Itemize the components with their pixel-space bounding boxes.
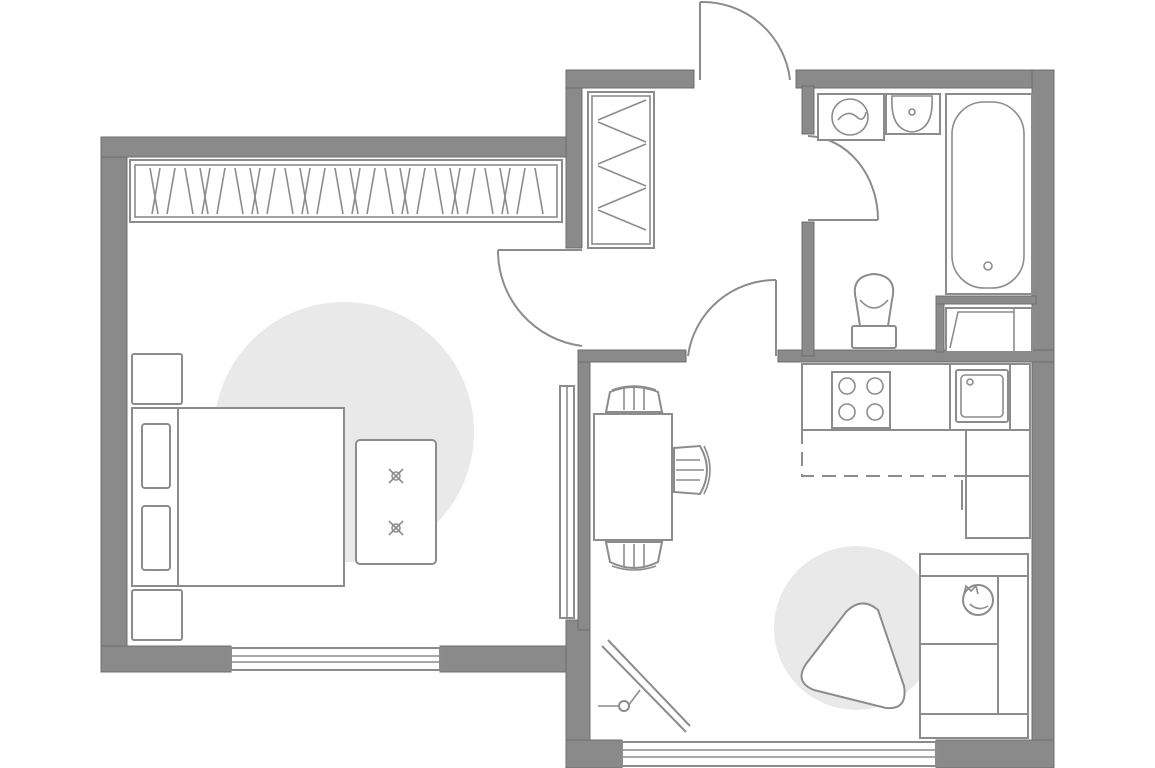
- hanger-line: [434, 167, 444, 215]
- radiator-icon: [945, 307, 1033, 353]
- nightstand-icon: [131, 353, 183, 405]
- hanger-line: [416, 167, 426, 215]
- hanger-line: [149, 167, 159, 215]
- walls: [100, 69, 1055, 768]
- hanger-line: [597, 121, 647, 143]
- window-icon: [559, 385, 575, 619]
- hanger-line: [366, 167, 376, 215]
- hanger-line: [351, 167, 361, 215]
- hanger-line: [184, 167, 194, 215]
- hanger-line: [334, 167, 344, 215]
- washing-machine-icon: [817, 93, 885, 141]
- door-swing-icon: [699, 0, 791, 81]
- wardrobe-icon: [587, 91, 655, 249]
- coffee-table-icon: [800, 602, 906, 710]
- hanger-line: [597, 187, 647, 209]
- hanger-line: [597, 143, 647, 165]
- hanger-line: [516, 167, 526, 215]
- coffee-table-icon: [355, 439, 437, 565]
- hanger-line: [597, 165, 647, 187]
- hanger-line: [399, 167, 409, 215]
- hanger-line: [597, 99, 647, 121]
- hanger-line: [301, 167, 311, 215]
- sofa-icon: [919, 553, 1029, 739]
- hanger-line: [299, 167, 309, 215]
- hanger-line: [234, 167, 244, 215]
- chair-icon: [604, 385, 664, 413]
- hanger-line: [534, 167, 544, 215]
- wardrobe-icon: [129, 159, 563, 223]
- bed-icon: [131, 407, 345, 587]
- hanger-line: [401, 167, 411, 215]
- hanger-line: [151, 167, 161, 215]
- door-swing-icon: [807, 135, 879, 221]
- door-swing-icon: [496, 249, 583, 347]
- bathtub-icon: [945, 93, 1033, 295]
- hanger-line: [384, 167, 394, 215]
- window-icon: [621, 741, 937, 767]
- hanger-line: [484, 167, 494, 215]
- hanger-line: [499, 167, 509, 215]
- chair-icon: [673, 444, 711, 496]
- window-icon: [230, 647, 441, 671]
- hanger-line: [349, 167, 359, 215]
- hanger-line: [166, 167, 176, 215]
- sink-icon: [955, 369, 1009, 423]
- hanger-line: [201, 167, 211, 215]
- door-swing-icon: [687, 278, 777, 357]
- hanger-line: [449, 167, 459, 215]
- nightstand-icon: [131, 589, 183, 641]
- hanger-line: [451, 167, 461, 215]
- hanger-line: [597, 209, 647, 231]
- hanger-line: [466, 167, 476, 215]
- hanger-line: [251, 167, 261, 215]
- hanger-line: [199, 167, 209, 215]
- chair-icon: [604, 541, 664, 571]
- hanger-line: [249, 167, 259, 215]
- toilet-icon: [851, 272, 897, 349]
- cat-icon: [962, 584, 994, 616]
- hanger-line: [501, 167, 511, 215]
- hanger-line: [284, 167, 294, 215]
- dining-table-icon: [593, 413, 673, 541]
- floor-lamp-icon: [598, 639, 691, 733]
- stove-icon: [831, 371, 891, 429]
- hanger-line: [266, 167, 276, 215]
- hanger-line: [216, 167, 226, 215]
- washbasin-icon: [885, 93, 941, 135]
- hanger-line: [316, 167, 326, 215]
